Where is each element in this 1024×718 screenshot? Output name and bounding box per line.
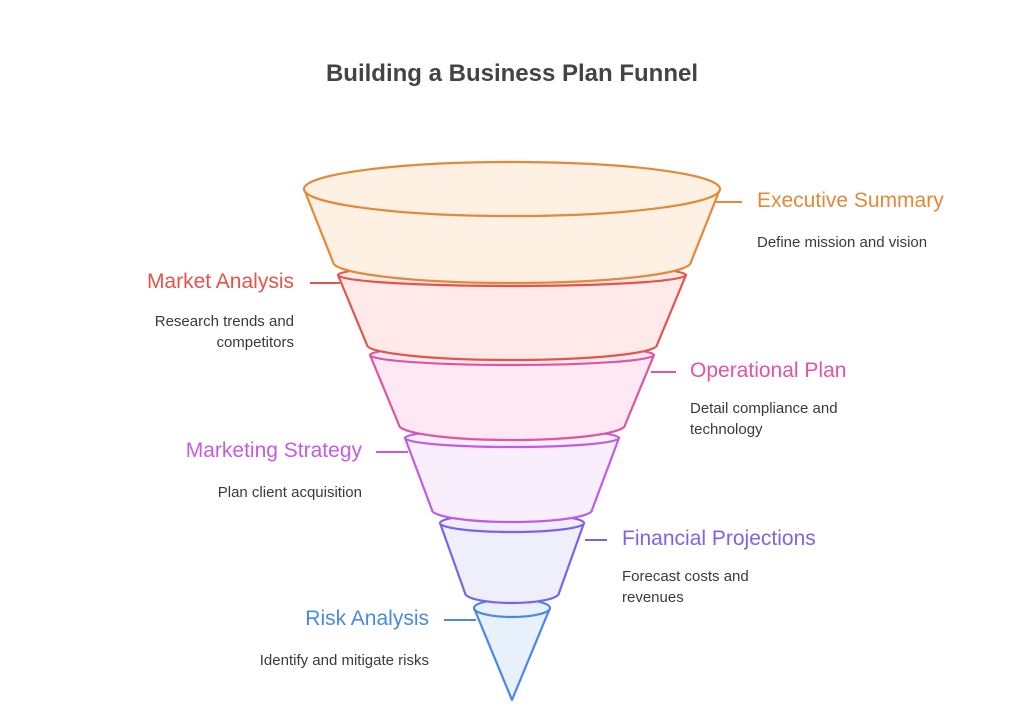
desc-financial-projections: Forecast costs and revenues	[622, 568, 749, 606]
funnel-segment-financial-projections	[438, 521, 586, 605]
desc-operational-plan: Detail compliance and technology	[690, 400, 838, 438]
label-risk-analysis: Risk Analysis	[305, 607, 429, 630]
funnel-segment-risk-analysis	[472, 606, 552, 702]
funnel-segment-market-analysis	[336, 273, 688, 362]
funnel-rim-executive-summary	[302, 160, 722, 218]
label-financial-projections: Financial Projections	[622, 527, 816, 550]
desc-risk-analysis: Identify and mitigate risks	[259, 652, 429, 669]
label-operational-plan: Operational Plan	[690, 359, 847, 382]
funnel-segment-marketing-strategy	[403, 436, 621, 524]
label-executive-summary: Executive Summary	[757, 189, 944, 212]
label-market-analysis: Market Analysis	[146, 270, 294, 293]
diagram-title: Building a Business Plan Funnel	[325, 60, 699, 87]
desc-executive-summary: Define mission and vision	[757, 234, 928, 251]
label-marketing-strategy: Marketing Strategy	[185, 439, 362, 462]
desc-marketing-strategy: Plan client acquisition	[217, 484, 362, 501]
funnel-segment-operational-plan	[368, 353, 656, 442]
desc-market-analysis: Research trends and competitors	[154, 313, 294, 351]
